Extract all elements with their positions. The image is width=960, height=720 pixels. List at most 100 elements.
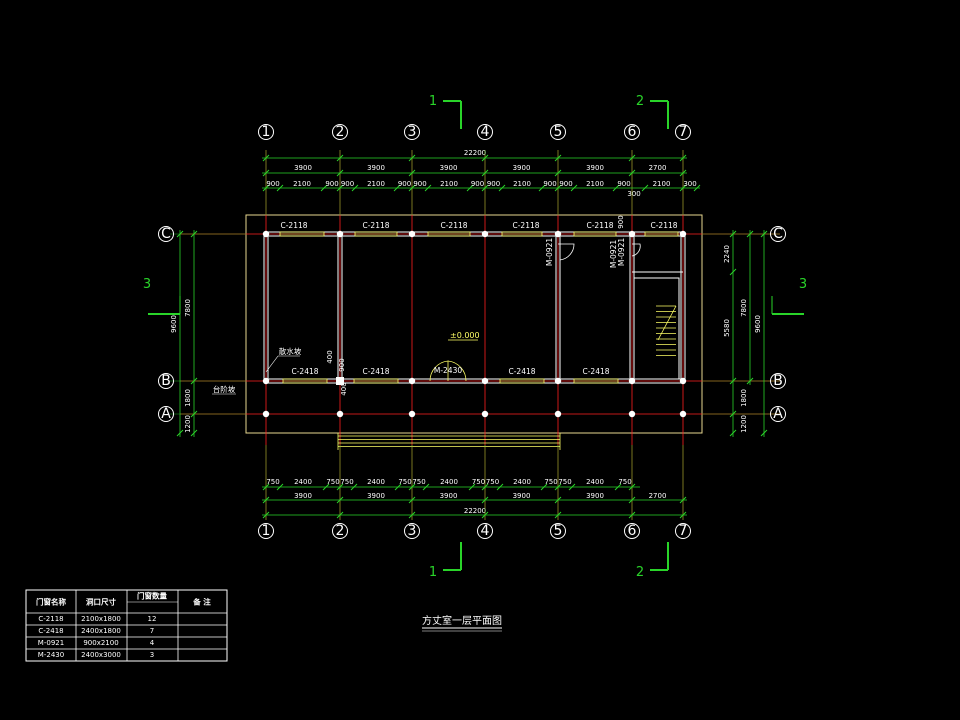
dim-tick (496, 483, 504, 491)
column-node (408, 230, 416, 238)
dim-bottom-detail: 750 (340, 478, 353, 486)
grid-letter-right: C (773, 226, 783, 242)
dim-tick (760, 429, 768, 437)
schedule-cell: M-2430 (38, 651, 64, 659)
dim-top-detail: 900 (487, 180, 500, 188)
dim-left-outer: 9600 (170, 315, 178, 333)
grid-number-top-bubble (624, 124, 640, 140)
dim-bottom-detail: 750 (558, 478, 571, 486)
dim-top-bay: 3900 (586, 164, 604, 172)
grid-number-bottom-bubble (624, 523, 640, 539)
dim-top-detail: 900 (543, 180, 556, 188)
grid-number-bottom: 1 (262, 523, 271, 539)
dim-tick (394, 483, 402, 491)
schedule-cell: 900x2100 (83, 639, 118, 647)
dim-right-inner: 2240 (723, 245, 731, 263)
dim-top-detail: 900 (617, 180, 630, 188)
dim-tick (468, 483, 476, 491)
dim-top-detail: 2100 (513, 180, 531, 188)
grid-number-bottom-bubble (258, 523, 274, 539)
dim-tick (614, 483, 622, 491)
column-node (679, 377, 687, 385)
grid-letter-right: B (773, 373, 783, 389)
grid-number-top: 2 (336, 124, 345, 140)
grid-number-bottom: 2 (336, 523, 345, 539)
grid-letter-left-bubble (158, 406, 174, 422)
column-node (554, 410, 562, 418)
side-door-label: M-0921 (617, 238, 626, 266)
column-node (554, 230, 562, 238)
dim-bottom-detail: 750 (398, 478, 411, 486)
dim-top-detail: 900 (471, 180, 484, 188)
column-node (408, 410, 416, 418)
schedule-header: 门窗数量 (137, 591, 167, 601)
window-label-top: C-2118 (586, 221, 613, 230)
grid-number-top-bubble (550, 124, 566, 140)
section-mark-top-1: 1 (429, 94, 437, 109)
dim-small-vertical: 400 (326, 350, 334, 363)
dim-bottom-detail: 750 (412, 478, 425, 486)
dim-bottom-detail: 2400 (513, 478, 531, 486)
dim-bottom-detail: 750 (544, 478, 557, 486)
grid-number-bottom: 6 (628, 523, 637, 539)
column-node (481, 230, 489, 238)
dim-top-detail: 2100 (293, 180, 311, 188)
dim-bottom-detail: 750 (266, 478, 279, 486)
window-label-top: C-2118 (362, 221, 389, 230)
drawing-title: 方丈室一层平面图 (422, 614, 502, 627)
schedule-cell: 7 (150, 627, 154, 635)
grid-number-top: 1 (262, 124, 271, 140)
stair-arrow (657, 305, 677, 341)
grid-letter-right: A (773, 406, 783, 422)
column-node (336, 230, 344, 238)
dim-tick (276, 184, 284, 192)
dim-tick (570, 184, 578, 192)
window-label-bottom: C-2418 (508, 367, 535, 376)
schedule-cell: 2400x3000 (81, 651, 121, 659)
dim-top-detail: 900 (341, 180, 354, 188)
dim-right-inner: 5580 (723, 319, 731, 337)
dim-left-inner: 7800 (184, 299, 192, 317)
dim-top-detail: 2100 (440, 180, 458, 188)
schedule-cell: 12 (148, 615, 157, 623)
dim-top-bay: 3900 (367, 164, 385, 172)
dim-bottom-detail: 2400 (294, 478, 312, 486)
schedule-header: 门窗名称 (36, 597, 66, 607)
stair-enclosure (633, 277, 680, 380)
dim-bottom-total: 22200 (464, 507, 486, 515)
grid-number-bottom-bubble (404, 523, 420, 539)
grid-letter-left: C (161, 226, 171, 242)
dim-tick (612, 184, 620, 192)
grid-number-top: 7 (679, 124, 688, 140)
column-node (554, 377, 562, 385)
dim-bottom-detail: 750 (326, 478, 339, 486)
slope-tag: 散水坡 (279, 346, 302, 356)
section-mark-right-3: 3 (799, 277, 807, 292)
column-node (679, 230, 687, 238)
grid-letter-left-bubble (158, 226, 174, 242)
column-node (262, 410, 270, 418)
dim-top-detail: 900 (325, 180, 338, 188)
dim-bottom-detail: 2400 (586, 478, 604, 486)
grid-letter-right-bubble (770, 373, 786, 389)
dim-tick (190, 429, 198, 437)
dim-tick (276, 483, 284, 491)
side-door-swing-1 (558, 243, 575, 261)
dim-bottom-detail: 750 (618, 478, 631, 486)
grid-number-bottom-bubble (675, 523, 691, 539)
dim-top-detail: 900 (559, 180, 572, 188)
dim-tick (176, 429, 184, 437)
dim-top-small: 300 (627, 190, 640, 198)
column-node (408, 377, 416, 385)
dim-tick (729, 268, 737, 276)
dim-tick (393, 184, 401, 192)
column-node (628, 230, 636, 238)
dim-bottom-bay: 3900 (440, 492, 458, 500)
dim-tick (422, 483, 430, 491)
dim-right-inner: 1800 (740, 389, 748, 407)
dim-bottom-bay: 2700 (649, 492, 667, 500)
dim-tick (320, 184, 328, 192)
dim-small-vertical: 900 (338, 358, 346, 371)
section-mark-top-2: 2 (636, 94, 644, 109)
